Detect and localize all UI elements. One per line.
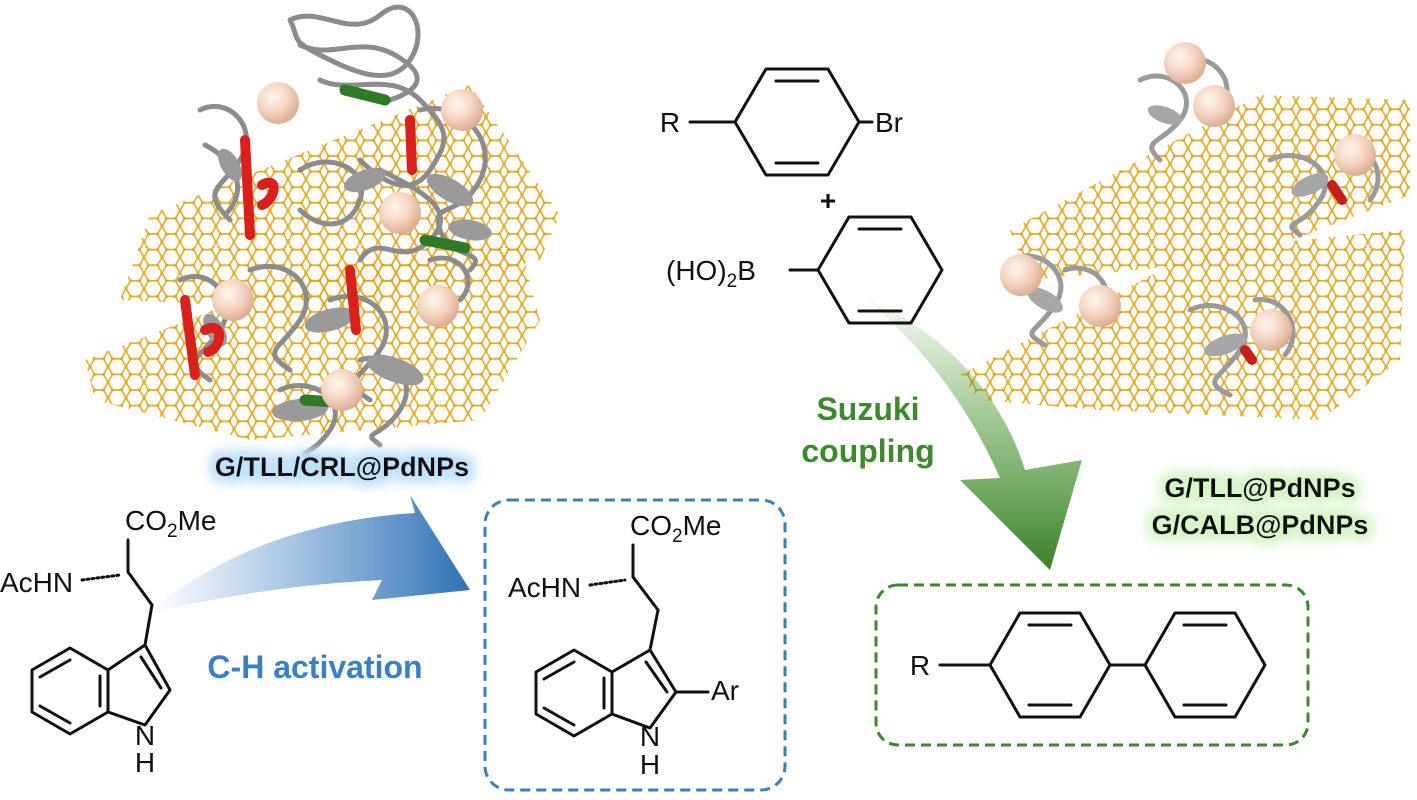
biphenyl-product-structure: R: [910, 611, 1267, 719]
biphenyl-r: R: [910, 650, 930, 681]
right-catalyst-illustration: [960, 42, 1410, 420]
right-catalyst-label-1: G/TLL@PdNPs: [1164, 473, 1355, 503]
trp-h: H: [135, 747, 155, 778]
arylated-tryptophan-structure: CO2Me AcHN Ar N H: [508, 510, 739, 780]
right-protein-coils: [1027, 105, 1329, 357]
prod-n: N: [640, 721, 660, 752]
aryl-bromide-br: Br: [875, 107, 903, 138]
suzuki-product-box: [874, 583, 1310, 747]
trp-achn: AcHN: [0, 567, 73, 598]
suzuki-label-line1: Suzuki: [816, 391, 919, 427]
right-graphene-sheet-upper: [1010, 95, 1410, 280]
boronic-acid-label: (HO)2B: [666, 255, 756, 292]
boronic-b: B: [737, 255, 756, 286]
right-graphene-sheet-lower: [960, 230, 1405, 420]
left-catalyst-label: G/TLL/CRL@PdNPs: [215, 452, 469, 482]
ch-activation-arrow: [150, 495, 470, 612]
prod-co2me: CO2Me: [630, 510, 721, 547]
ch-activation-label: C-H activation: [207, 649, 422, 685]
trp-n: N: [135, 720, 155, 751]
tryptophan-structure: CO2Me AcHN N H: [0, 505, 216, 778]
ch-product-box: [483, 498, 787, 792]
boronic-ho: (HO): [666, 255, 727, 286]
suzuki-arrow: [868, 300, 1082, 570]
left-catalyst-illustration: [85, 4, 560, 463]
plus-sign: +: [820, 185, 836, 216]
boronic-acid-structure: (HO)2B: [666, 215, 944, 325]
aryl-bromide-structure: R Br: [660, 67, 903, 177]
suzuki-label-line2: coupling: [801, 433, 934, 469]
trp-co2me: CO2Me: [125, 505, 216, 542]
left-pd-nanoparticles: [212, 82, 483, 411]
left-red-helices: [180, 115, 417, 380]
prod-ar: Ar: [711, 675, 739, 706]
aryl-bromide-r: R: [660, 107, 680, 138]
prod-h: H: [640, 749, 660, 780]
prod-achn: AcHN: [508, 572, 581, 603]
right-pd-nanoparticles: [1000, 42, 1376, 351]
boronic-sub: 2: [727, 271, 738, 292]
right-catalyst-label-2: G/CALB@PdNPs: [1152, 510, 1369, 540]
